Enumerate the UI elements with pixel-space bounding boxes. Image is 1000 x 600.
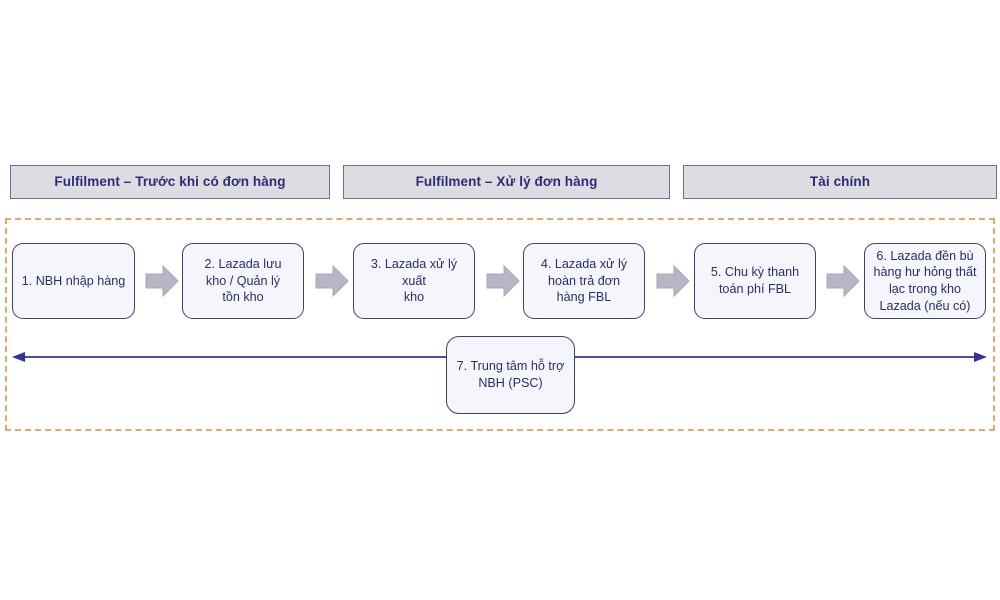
process-step-3-lazada-xu-ly-xuat-kho[interactable]: 3. Lazada xử lý xuất kho xyxy=(353,243,475,319)
dashed-scope-boundary-icon xyxy=(5,218,995,431)
phase-header-finance: Tài chính xyxy=(683,165,997,199)
right-chevron-arrow-icon xyxy=(315,264,349,298)
process-step-2-lazada-luu-kho[interactable]: 2. Lazada lưu kho / Quản lý tồn kho xyxy=(182,243,304,319)
process-step-7-trung-tam-ho-tro-nbh-psc[interactable]: 7. Trung tâm hỗ trợ NBH (PSC) xyxy=(446,336,575,414)
process-step-4-lazada-xu-ly-hoan-tra[interactable]: 4. Lazada xử lý hoàn trả đơn hàng FBL xyxy=(523,243,645,319)
process-step-1-nbh-nhap-hang[interactable]: 1. NBH nhập hàng xyxy=(12,243,135,319)
process-step-5-chu-ky-thanh-toan-phi-fbl[interactable]: 5. Chu kỳ thanh toán phí FBL xyxy=(694,243,816,319)
right-chevron-arrow-icon xyxy=(145,264,179,298)
phase-header-fulfilment-order-processing: Fulfilment – Xử lý đơn hàng xyxy=(343,165,670,199)
right-chevron-arrow-icon xyxy=(486,264,520,298)
right-chevron-arrow-icon xyxy=(826,264,860,298)
right-chevron-arrow-icon xyxy=(656,264,690,298)
process-step-6-lazada-den-bu-hang[interactable]: 6. Lazada đền bù hàng hư hỏng thất lạc t… xyxy=(864,243,986,319)
phase-header-fulfilment-pre-order: Fulfilment – Trước khi có đơn hàng xyxy=(10,165,330,199)
